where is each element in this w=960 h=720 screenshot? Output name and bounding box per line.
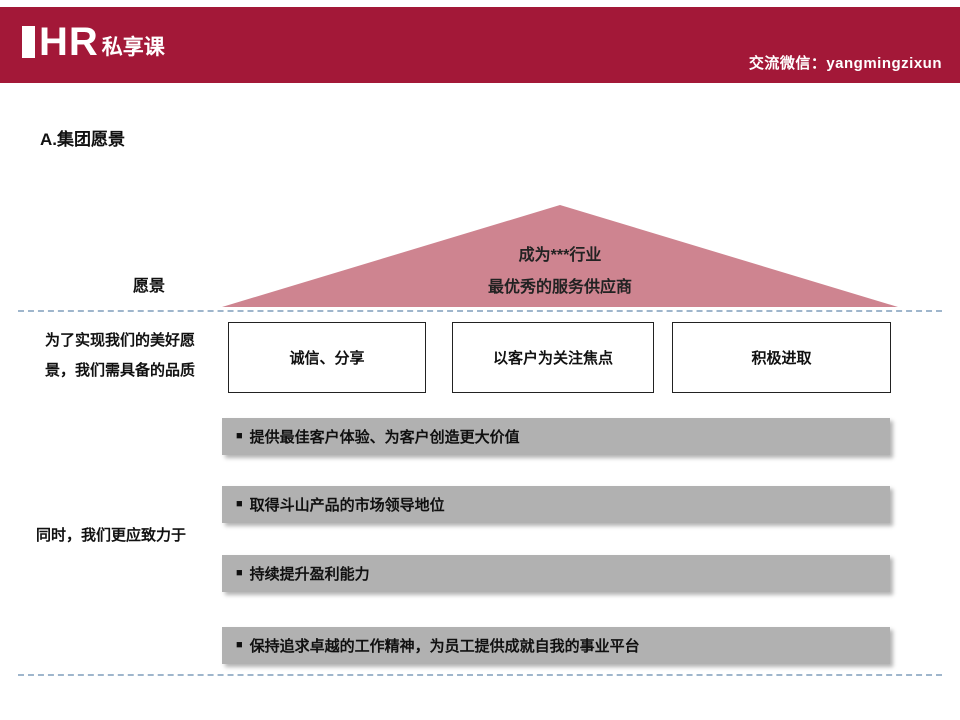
logo-block-icon [22, 26, 35, 58]
brand-logo: HR 私享课 [22, 20, 165, 64]
header-bar: HR 私享课 交流微信：yangmingzixun [0, 7, 960, 83]
commitment-text: 保持追求卓越的工作精神，为员工提供成就自我的事业平台 [249, 638, 640, 655]
vision-text-line2: 最优秀的服务供应商 [487, 279, 632, 296]
commitment-bar: ■ 提供最佳客户体验、为客户创造更大价值 [222, 418, 890, 455]
bullet-square-icon: ■ [236, 498, 243, 510]
quality-box-integrity: 诚信、分享 [228, 322, 426, 393]
vision-text-line1: 成为***行业 [518, 247, 602, 264]
qualities-label: 为了实现我们的美好愿 景，我们需具备的品质 [14, 326, 226, 386]
commitment-bar: ■ 取得斗山产品的市场领导地位 [222, 486, 890, 523]
dashed-divider-top [18, 310, 942, 312]
wechat-contact: 交流微信：yangmingzixun [748, 55, 942, 72]
qualities-label-line1: 为了实现我们的美好愿 [44, 332, 195, 349]
commitment-bar: ■ 持续提升盈利能力 [222, 555, 890, 592]
quality-box-proactive: 积极进取 [672, 322, 891, 393]
bullet-square-icon: ■ [236, 567, 243, 579]
page-title: A.集团愿景 [40, 130, 125, 149]
dashed-divider-bottom [18, 674, 942, 676]
logo-suffix: 私享课 [101, 36, 165, 59]
logo-text: HR [39, 20, 99, 64]
bullet-square-icon: ■ [236, 430, 243, 442]
commitments-label: 同时，我们更应致力于 [36, 527, 187, 544]
commitment-text: 提供最佳客户体验、为客户创造更大价值 [249, 429, 520, 446]
vision-label: 愿景 [133, 278, 166, 295]
commitment-text: 持续提升盈利能力 [249, 566, 370, 583]
vision-pyramid: 成为***行业 最优秀的服务供应商 [222, 205, 898, 307]
commitment-bar: ■ 保持追求卓越的工作精神，为员工提供成就自我的事业平台 [222, 627, 890, 664]
commitment-text: 取得斗山产品的市场领导地位 [249, 497, 445, 514]
bullet-square-icon: ■ [236, 639, 243, 651]
qualities-label-line2: 景，我们需具备的品质 [44, 362, 195, 379]
quality-box-customer-focus: 以客户为关注焦点 [452, 322, 654, 393]
